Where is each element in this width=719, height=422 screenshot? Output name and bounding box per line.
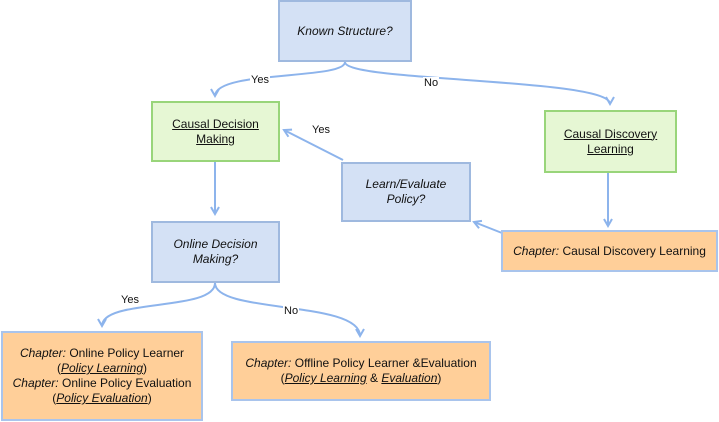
- edge-label-yes-policy: Yes: [311, 124, 331, 136]
- edge-label-no-online: No: [283, 305, 300, 317]
- edge-known-to-causal-discovery: [344, 61, 610, 104]
- chapter-offline-line1: Chapter: Offline Policy Learner &Evaluat…: [245, 356, 476, 371]
- chapter-online-line2: (Policy Learning): [57, 361, 147, 376]
- chapter-online-evaluation-title: Online Policy Evaluation: [61, 376, 192, 390]
- policy-evaluation-link[interactable]: Policy Evaluation: [56, 391, 148, 405]
- chapter-causal-discovery-box[interactable]: Chapter: Causal Discovery Learning: [501, 230, 718, 272]
- chapter-offline-line2: (Policy Learning & Evaluation): [281, 371, 442, 386]
- chapter-prefix: Chapter:: [245, 356, 292, 370]
- chapter-online-learner-title: Online Policy Learner: [69, 346, 185, 360]
- learn-evaluate-line2: Policy?: [386, 192, 426, 206]
- edge-known-to-causal-decision: [215, 61, 346, 96]
- causal-discovery-learning-process[interactable]: Causal Discovery Learning: [544, 110, 677, 173]
- chapter-causal-discovery-title: Causal Discovery Learning: [562, 243, 706, 258]
- chapter-offline-policy-box[interactable]: Chapter: Offline Policy Learner &Evaluat…: [231, 341, 491, 401]
- known-structure-decision[interactable]: Known Structure?: [278, 0, 412, 62]
- ampersand: &: [366, 371, 382, 385]
- learn-evaluate-line1: Learn/Evaluate: [365, 177, 447, 191]
- edge-online-to-chapter-online: [102, 282, 216, 326]
- close-paren: ): [147, 391, 152, 405]
- online-decision-line2: Making?: [192, 252, 239, 266]
- edge-label-yes-online: Yes: [120, 294, 140, 306]
- causal-decision-making-line1[interactable]: Causal Decision: [172, 116, 259, 131]
- open-paren: (: [280, 371, 285, 385]
- causal-discovery-learning-line1[interactable]: Causal Discovery: [563, 126, 658, 141]
- policy-learning-link[interactable]: Policy Learning: [60, 361, 144, 375]
- causal-decision-making-line2[interactable]: Making: [196, 131, 235, 146]
- edge-learn-evaluate-to-causal-decision: [284, 130, 344, 161]
- learn-evaluate-policy-decision[interactable]: Learn/Evaluate Policy?: [341, 162, 471, 222]
- evaluation-link[interactable]: Evaluation: [381, 371, 438, 385]
- close-paren: ): [437, 371, 442, 385]
- chapter-causal-discovery-line: Chapter: Causal Discovery Learning: [513, 244, 706, 259]
- edge-chapter-to-learn-evaluate: [474, 222, 503, 234]
- chapter-prefix: Chapter:: [513, 243, 560, 258]
- chapter-offline-title: Offline Policy Learner &Evaluation: [294, 356, 477, 370]
- online-decision-line1: Online Decision: [173, 237, 258, 251]
- chapter-prefix: Chapter:: [12, 376, 59, 390]
- causal-decision-making-process[interactable]: Causal Decision Making: [151, 101, 280, 162]
- causal-discovery-learning-line2[interactable]: Learning: [587, 141, 634, 156]
- known-structure-label: Known Structure?: [297, 23, 393, 38]
- edge-label-yes-top: Yes: [250, 74, 270, 86]
- policy-learning-link[interactable]: Policy Learning: [284, 371, 367, 385]
- open-paren: (: [52, 391, 57, 405]
- open-paren: (: [56, 361, 61, 375]
- chapter-online-policy-box[interactable]: Chapter: Online Policy Learner (Policy L…: [1, 331, 203, 421]
- chapter-online-line4: (Policy Evaluation): [52, 391, 151, 406]
- chapter-online-line3: Chapter: Online Policy Evaluation: [13, 376, 192, 391]
- chapter-prefix: Chapter:: [19, 346, 66, 360]
- online-decision-making-decision[interactable]: Online Decision Making?: [151, 221, 280, 283]
- edge-label-no-top: No: [423, 77, 440, 89]
- close-paren: ): [143, 361, 148, 375]
- chapter-online-line1: Chapter: Online Policy Learner: [20, 346, 184, 361]
